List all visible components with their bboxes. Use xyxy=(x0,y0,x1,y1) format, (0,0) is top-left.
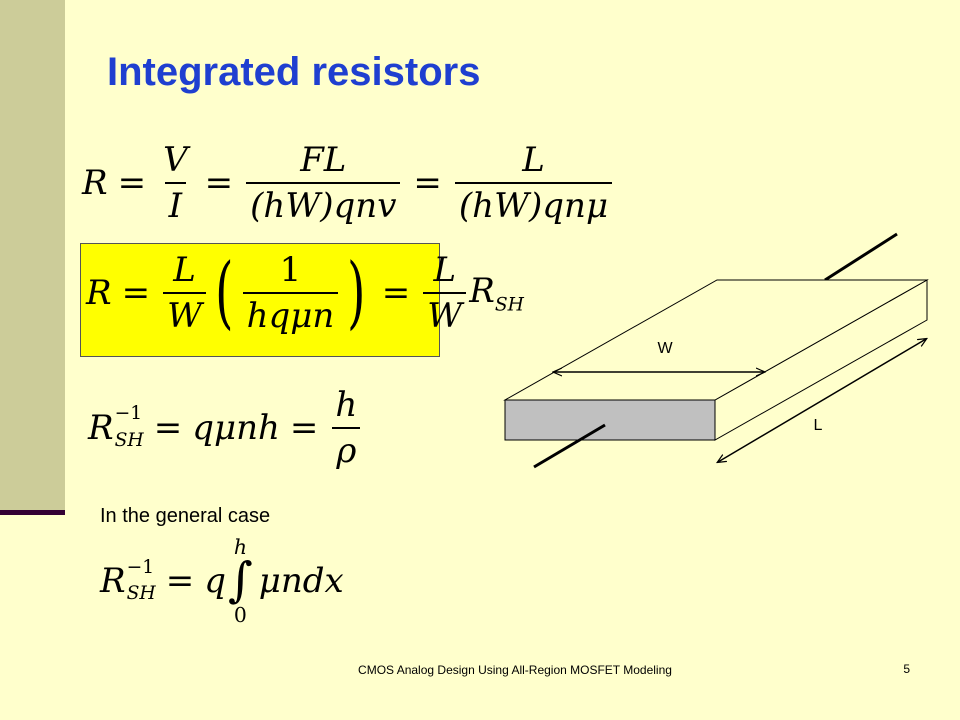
equation-sheet-resistance: R = L W ( 1 hqμn ) = L W RSH xyxy=(86,250,524,336)
eq3-equals-2: = xyxy=(289,408,319,448)
eq4-integral: h ∫ 0 xyxy=(227,535,253,627)
eq2-fraction-l-over-w-2: L W xyxy=(423,250,467,336)
eq4-integrand: μndx xyxy=(258,561,344,602)
eq4-r: R xyxy=(100,561,126,602)
eq2-w: W xyxy=(163,292,207,336)
eq4-q: q xyxy=(204,561,226,602)
equation-general-case: R −1 SH = q h ∫ 0 μndx xyxy=(100,535,344,627)
equation-resistance-basic: R = V I = FL (hW)qnv = L (hW)qnμ xyxy=(82,140,615,226)
eq3-equals-1: = xyxy=(153,408,183,448)
eq2-right-paren: ) xyxy=(347,246,366,338)
eq1-equals-3: = xyxy=(413,163,442,203)
eq3-sup: −1 xyxy=(114,403,143,425)
eq2-w-2: W xyxy=(423,292,467,336)
eq1-r: R xyxy=(82,163,108,203)
eq1-equals-1: = xyxy=(117,163,147,203)
eq2-r-sh: RSH xyxy=(469,271,524,315)
eq3-r: R xyxy=(88,408,114,448)
eq2-equals-2: = xyxy=(381,273,411,313)
eq1-fl: FL xyxy=(300,140,347,180)
integral-sign-icon: ∫ xyxy=(227,553,253,609)
eq1-equals-2: = xyxy=(204,163,234,203)
sidebar-rule xyxy=(0,510,65,515)
eq1-v: V xyxy=(163,140,188,180)
eq4-subsup: −1 SH xyxy=(126,556,156,605)
eq2-fraction-inner: 1 hqμn xyxy=(242,250,339,336)
eq1-fraction-fl: FL (hW)qnv xyxy=(246,140,401,226)
eq2-l-2: L xyxy=(433,250,457,290)
eq2-fraction-l-over-w: L W xyxy=(163,250,207,336)
eq1-fraction-l: L (hW)qnμ xyxy=(454,140,613,226)
eq2-l: L xyxy=(173,250,196,290)
eq2-sub-sh: SH xyxy=(494,294,524,316)
eq1-den-b: (hW)qnμ xyxy=(454,182,613,226)
slab-front-face xyxy=(504,399,716,441)
eq4-sup: −1 xyxy=(126,556,155,578)
eq2-r: R xyxy=(86,273,112,313)
eq4-equals: = xyxy=(165,561,195,602)
eq1-den-a: (hW)qnv xyxy=(246,182,401,226)
eq3-sub: SH xyxy=(114,430,144,451)
back-lead-wire xyxy=(824,232,898,282)
eq2-left-paren: ( xyxy=(215,246,234,338)
eq1-fraction-v-over-i: V I xyxy=(159,140,192,226)
eq3-mid: qμnh xyxy=(192,408,280,448)
equation-sheet-conductance: R −1 SH = qμnh = h ρ xyxy=(88,385,364,471)
eq4-lower-limit: 0 xyxy=(233,603,247,627)
eq3-h: h xyxy=(335,385,358,425)
eq2-den: hqμn xyxy=(242,292,339,336)
slide-title: Integrated resistors xyxy=(107,50,481,94)
eq2-equals-1: = xyxy=(121,273,151,313)
resistor-slab-diagram: W h L xyxy=(503,232,929,469)
eq3-rho: ρ xyxy=(332,427,361,471)
front-lead-wire xyxy=(533,423,606,469)
eq1-i: I xyxy=(164,182,187,226)
eq2-rsym: R xyxy=(469,270,495,311)
eq4-sub: SH xyxy=(126,583,156,605)
eq4-upper-limit: h xyxy=(233,535,247,559)
sidebar-decoration xyxy=(0,0,65,510)
slide-footer: CMOS Analog Design Using All-Region MOSF… xyxy=(358,663,672,677)
eq3-fraction-h-over-rho: h ρ xyxy=(331,385,361,471)
eq1-l: L xyxy=(522,140,545,180)
length-arrow xyxy=(718,339,926,462)
highlight-box xyxy=(80,243,440,357)
general-case-caption: In the general case xyxy=(100,505,271,527)
page-number: 5 xyxy=(903,662,910,676)
eq3-subsup: −1 SH xyxy=(115,405,144,450)
eq2-one: 1 xyxy=(279,250,302,290)
length-label: L xyxy=(814,417,823,434)
width-label: W xyxy=(657,340,673,357)
